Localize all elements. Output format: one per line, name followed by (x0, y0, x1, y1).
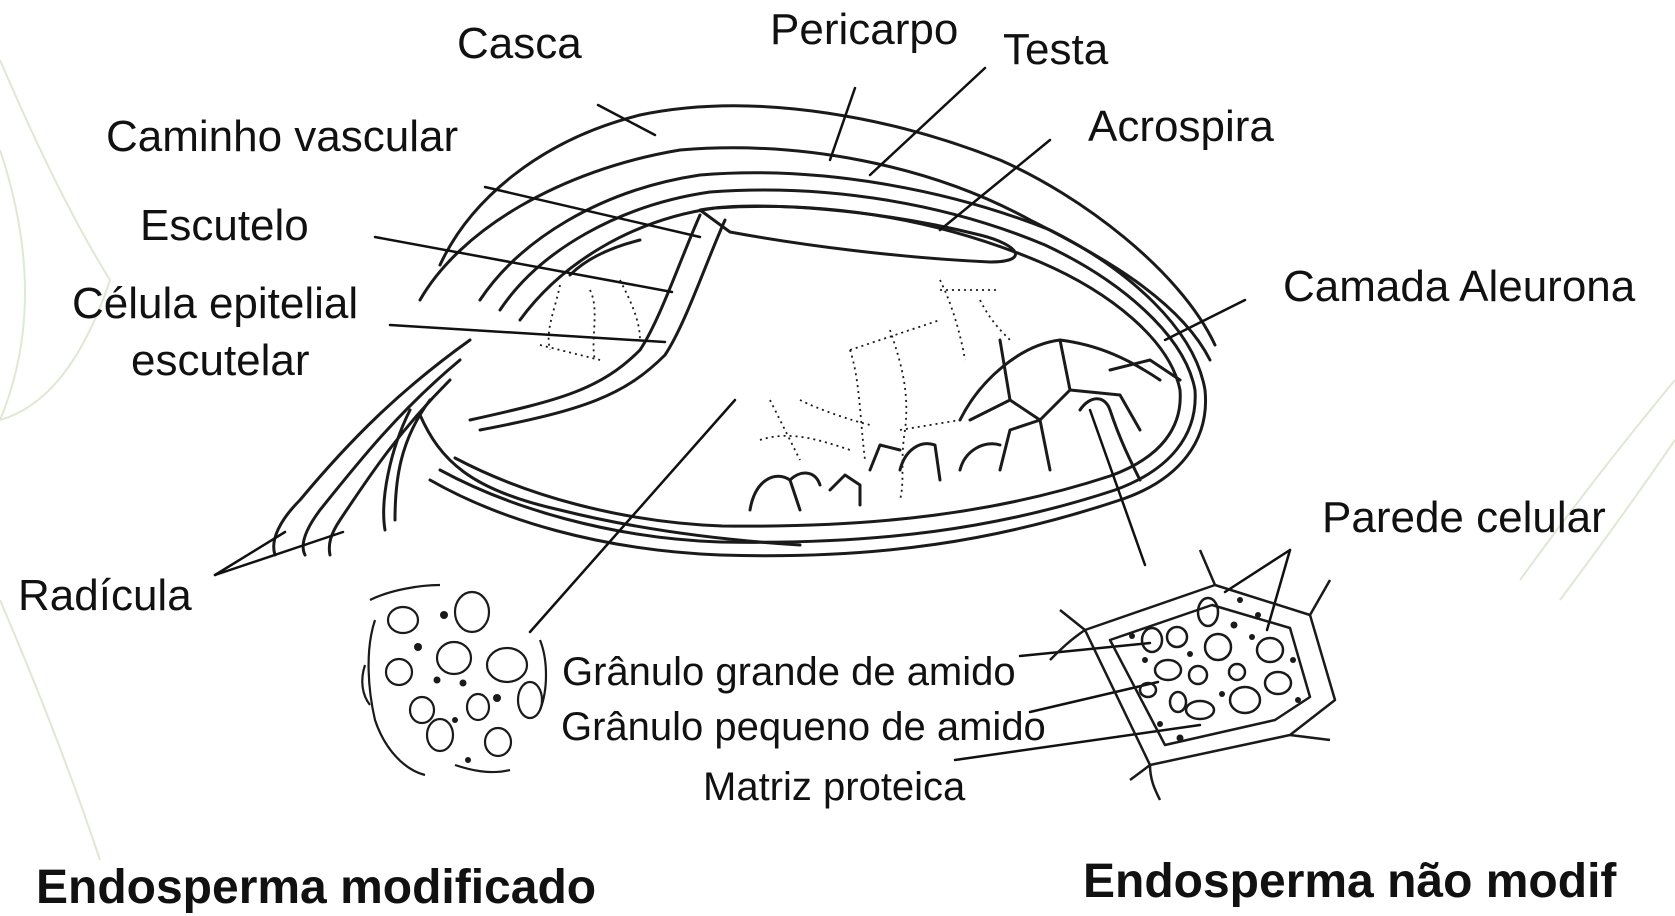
leader-modified-endosperm (530, 400, 735, 632)
label-celula-epitelial-line1: Célula epitelial (72, 282, 358, 326)
label-radicula: Radícula (18, 574, 192, 618)
caption-endosperma-modificado: Endosperma modificado (36, 864, 596, 912)
leader-celula-epitelial (390, 325, 665, 342)
scutellum-boundary (470, 215, 700, 420)
acrospira-shape (700, 206, 1015, 262)
label-celula-epitelial-line2: escutelar (131, 339, 310, 383)
leader-camada-aleurona (1165, 300, 1245, 340)
leader-testa (870, 68, 985, 175)
modified-endosperm-cluster (362, 585, 546, 775)
label-camada-aleurona: Camada Aleurona (1283, 265, 1635, 309)
unmodified-endosperm-cell (1050, 550, 1335, 800)
label-casca: Casca (457, 22, 582, 66)
label-escutelo: Escutelo (140, 204, 309, 248)
leader-radicula-2 (215, 532, 343, 575)
leader-pericarpo (830, 88, 855, 160)
label-granulo-grande: Grânulo grande de amido (562, 652, 1016, 692)
leader-acrospira (940, 140, 1050, 230)
label-pericarpo: Pericarpo (770, 8, 958, 52)
leader-escutelo (375, 237, 672, 292)
label-parede-celular: Parede celular (1322, 496, 1606, 540)
label-acrospira: Acrospira (1088, 105, 1274, 149)
label-granulo-pequeno: Grânulo pequeno de amido (561, 707, 1046, 747)
leader-casca (598, 105, 655, 135)
caption-endosperma-nao-modificado: Endosperma não modif (1083, 858, 1616, 906)
leader-granulo-grande (1020, 643, 1150, 656)
label-matriz-proteica: Matriz proteica (703, 767, 965, 807)
label-testa: Testa (1003, 28, 1108, 72)
label-caminho-vascular: Caminho vascular (106, 115, 458, 159)
testa-layer (440, 190, 1195, 542)
